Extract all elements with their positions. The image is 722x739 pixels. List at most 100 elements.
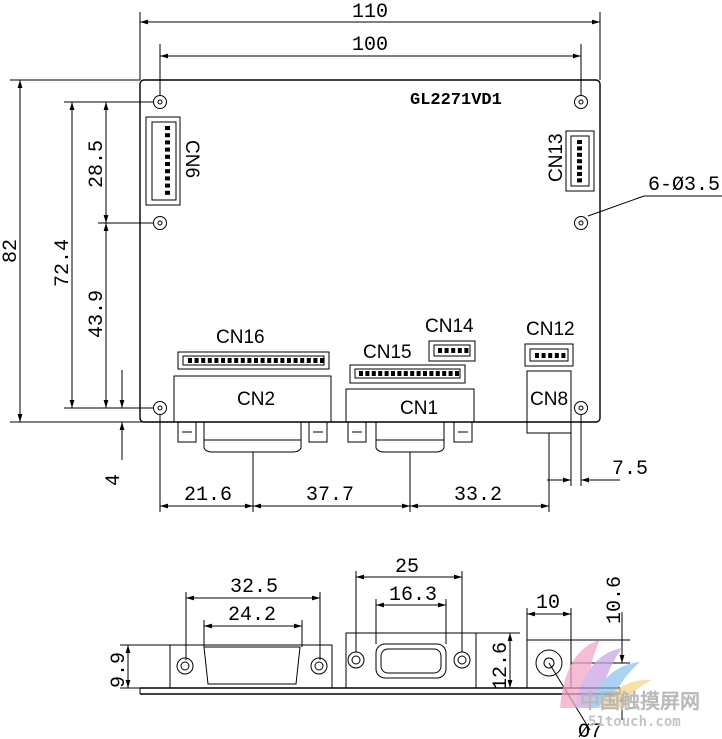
connector-pin <box>577 146 582 151</box>
connector-pin <box>165 183 170 188</box>
connector-pin <box>554 353 559 358</box>
cn13-label: CN13 <box>546 133 567 182</box>
connector-pin <box>260 358 265 363</box>
connector-pin <box>457 348 462 353</box>
connector-pin <box>293 358 298 363</box>
dim-32-5: 32.5 <box>230 576 278 599</box>
dim-16-3: 16.3 <box>389 584 437 607</box>
connector-pin <box>247 358 252 363</box>
connector-pin <box>444 348 449 353</box>
connector-pin <box>165 133 170 138</box>
cn6-label: CN6 <box>181 140 202 178</box>
connector-pin <box>165 169 170 174</box>
connector-pin <box>577 165 582 170</box>
connector-pin <box>194 358 199 363</box>
connector-pin <box>365 371 370 376</box>
connector-pin <box>455 371 459 376</box>
connector-pin <box>561 353 566 358</box>
connector-cn1: CN1 <box>345 388 475 453</box>
connector-pin <box>221 358 225 363</box>
connector-pin <box>165 190 170 195</box>
connector-cn13: CN13 <box>546 130 595 192</box>
connector-cn15: CN15 <box>349 342 466 384</box>
cn15-label: CN15 <box>363 342 412 363</box>
connector-pin <box>577 172 582 176</box>
cn16-label: CN16 <box>216 327 265 348</box>
connector-cn12: CN12 <box>524 319 575 367</box>
connector-pin <box>416 371 421 376</box>
connector-pin <box>391 371 395 376</box>
connector-pin <box>306 358 311 363</box>
dim-43-9: 43.9 <box>86 290 109 338</box>
dim-25: 25 <box>395 556 419 579</box>
board-model: GL2271VD1 <box>410 91 502 110</box>
dim-10-6: 10.6 <box>604 576 627 624</box>
connector-cn16: CN16 <box>177 327 330 370</box>
dim-37-7: 37.7 <box>306 484 354 507</box>
cn14-label: CN14 <box>425 316 474 337</box>
connector-pin <box>300 358 305 363</box>
connector-pin <box>165 162 170 166</box>
connector-pin <box>207 358 212 363</box>
connector-pin <box>423 371 427 376</box>
connector-pin <box>280 358 285 363</box>
connector-pin <box>254 358 258 363</box>
cn1-label: CN1 <box>400 398 438 419</box>
connector-pin <box>214 358 219 363</box>
connector-pin <box>165 154 170 159</box>
dim-100: 100 <box>352 34 388 57</box>
connector-pin <box>320 358 324 363</box>
cn8-label: CN8 <box>530 389 568 410</box>
dim-24-2: 24.2 <box>228 604 276 627</box>
connector-pin <box>577 152 582 157</box>
connector-pin <box>535 353 539 358</box>
connector-pin <box>313 358 318 363</box>
dim-12-6: 12.6 <box>490 642 513 690</box>
connector-pin <box>577 140 582 144</box>
dim-7-5: 7.5 <box>612 458 648 481</box>
mounting-holes <box>153 95 588 415</box>
dim-28-5: 28.5 <box>86 140 109 188</box>
watermark-url: 51touch.com <box>588 714 681 730</box>
connector-pin <box>397 371 402 376</box>
connector-pin <box>165 176 170 181</box>
connector-pin <box>448 371 453 376</box>
connector-pin <box>429 371 434 376</box>
connector-pin <box>541 353 546 358</box>
connector-pin <box>234 358 239 363</box>
connector-pin <box>378 371 383 376</box>
watermark-logo <box>560 640 652 708</box>
dim-10: 10 <box>536 592 560 615</box>
connector-pin <box>165 147 170 152</box>
connector-pin <box>287 358 291 363</box>
connector-pin <box>240 358 245 363</box>
dim-33-2: 33.2 <box>454 484 502 507</box>
side-view <box>139 632 621 695</box>
connector-pin <box>403 371 408 376</box>
connector-pin <box>410 371 415 376</box>
connector-pin <box>577 178 582 183</box>
watermark-text: 中国触摸屏网 <box>580 689 700 713</box>
connector-pin <box>464 348 469 353</box>
connector-pin <box>359 371 363 376</box>
connector-pin <box>188 358 192 363</box>
connector-pin <box>165 126 170 130</box>
connector-cn14: CN14 <box>425 316 476 362</box>
cn12-label: CN12 <box>526 319 575 340</box>
dim-9-9: 9.9 <box>108 652 131 688</box>
dim-phi7: Ø7 <box>578 721 602 739</box>
connector-pin <box>384 371 389 376</box>
dim-holes: 6-Ø3.5 <box>648 174 720 197</box>
dim-21-6: 21.6 <box>184 484 232 507</box>
connector-pin <box>227 358 232 363</box>
connector-pin <box>273 358 278 363</box>
connector-cn2: CN2 <box>173 375 332 453</box>
connector-pin <box>371 371 376 376</box>
dim-4: 4 <box>103 474 126 486</box>
dim-110: 110 <box>352 1 388 24</box>
connector-pin <box>267 358 272 363</box>
dim-82: 82 <box>0 239 23 263</box>
connector-pin <box>201 358 206 363</box>
connector-pin <box>438 348 442 353</box>
